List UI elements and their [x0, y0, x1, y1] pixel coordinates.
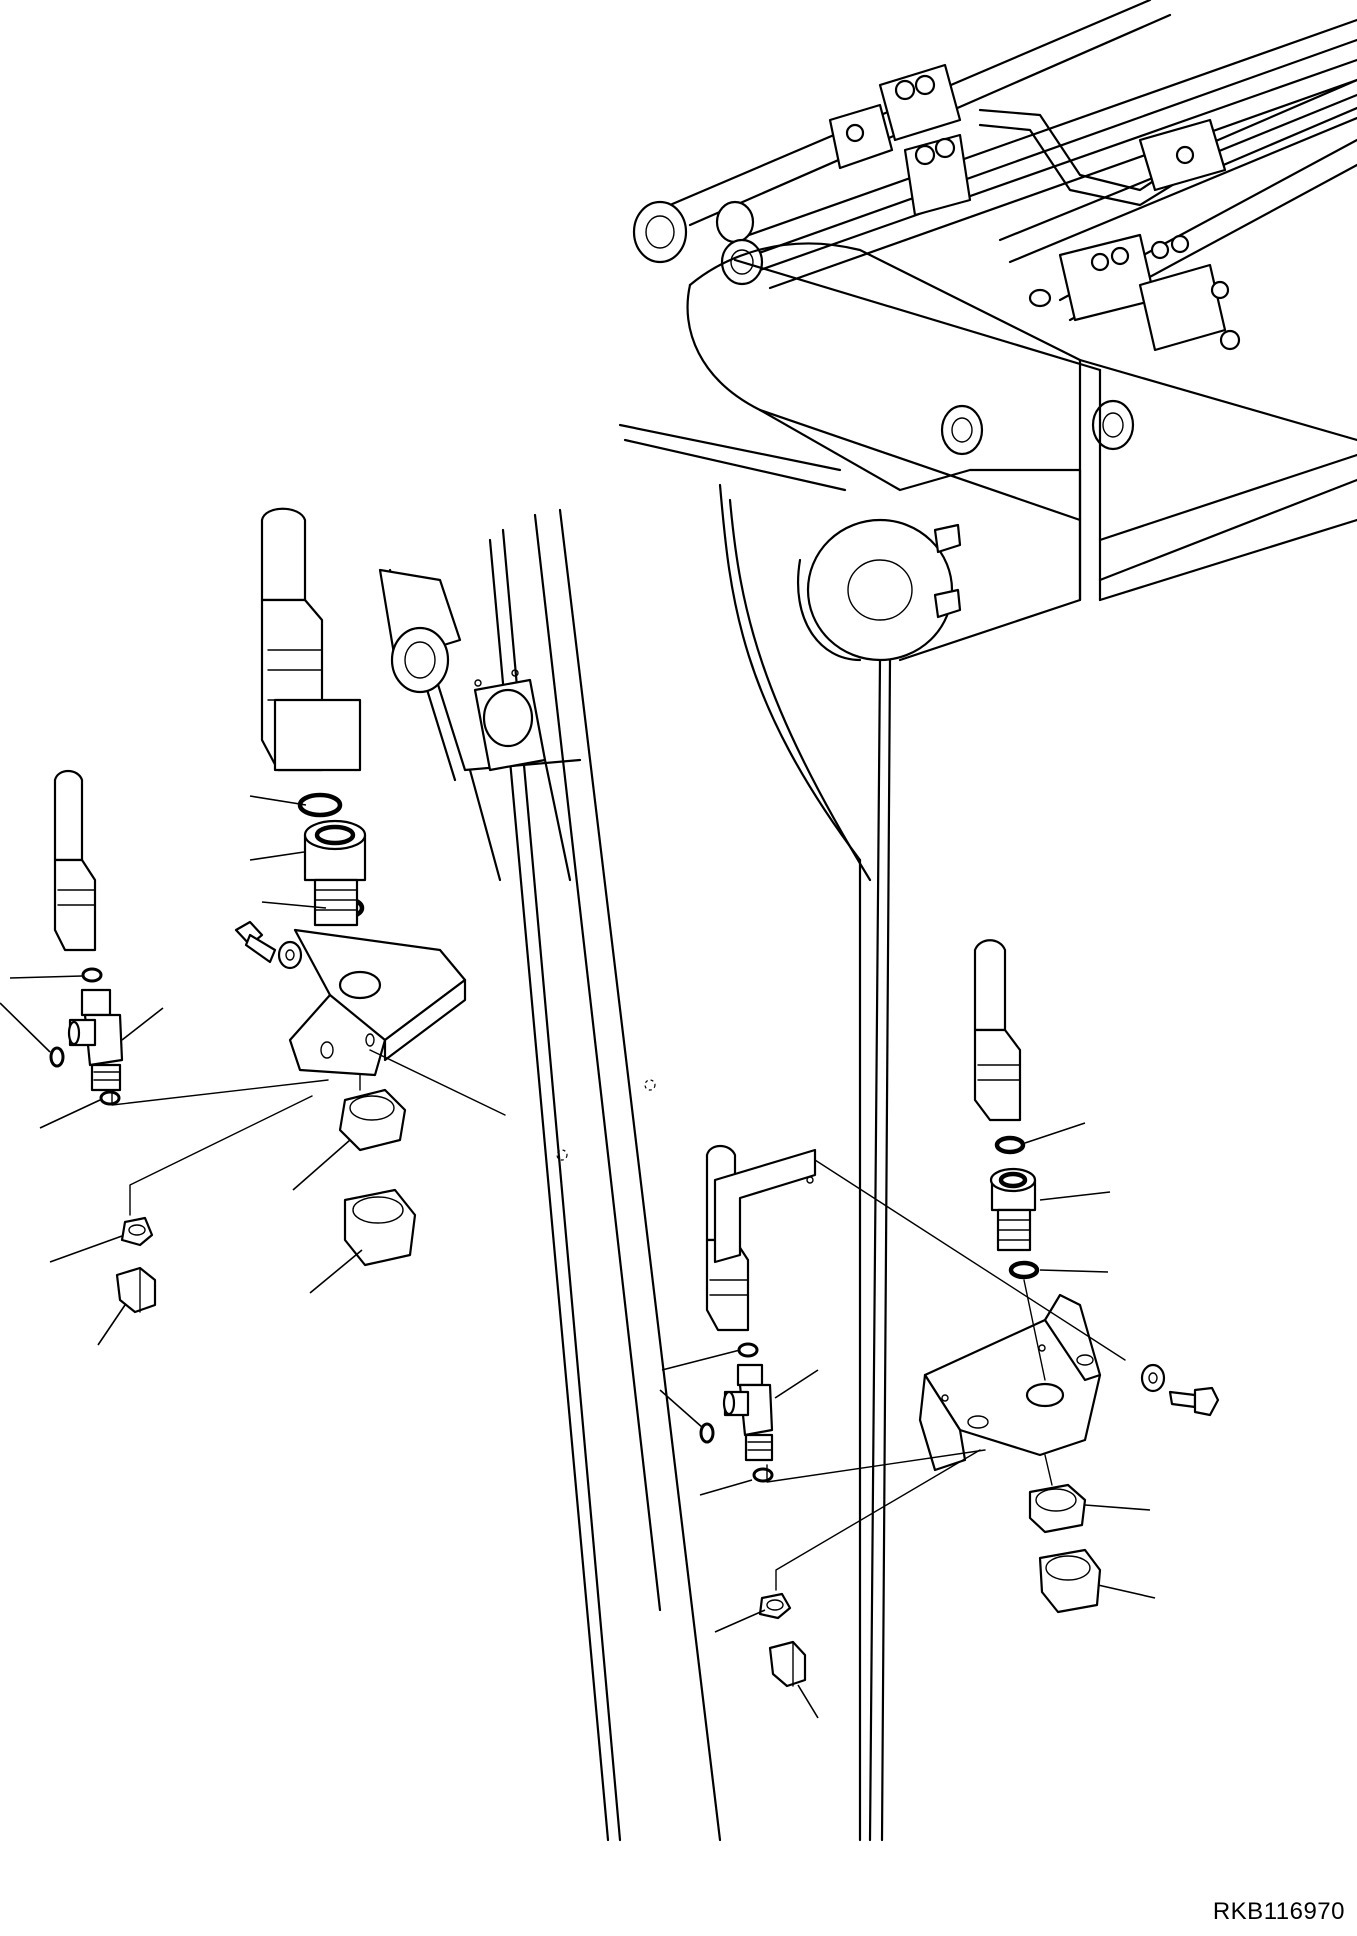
o-ring: [1008, 1260, 1040, 1280]
bolt: [1168, 1386, 1220, 1417]
cap: [343, 1188, 417, 1267]
connector: [989, 1167, 1037, 1252]
drawing-code: RKB116970: [1212, 1898, 1345, 1925]
connector: [303, 819, 367, 927]
left-fitting-group: [0, 507, 506, 1346]
arm-structure: [378, 508, 722, 1842]
tee-fitting: [722, 1363, 774, 1462]
boom-assembly: [618, 0, 1357, 1842]
nut: [758, 1592, 792, 1620]
o-ring: [99, 1090, 121, 1106]
nut: [120, 1216, 154, 1247]
bracket: [918, 1293, 1102, 1472]
cap: [1038, 1548, 1102, 1614]
plug: [768, 1640, 807, 1688]
o-ring: [81, 967, 103, 983]
o-ring: [297, 792, 343, 818]
nut: [1028, 1483, 1087, 1534]
o-ring: [737, 1342, 759, 1358]
right-fitting-group: [659, 939, 1220, 1719]
o-ring: [994, 1135, 1026, 1155]
o-ring: [699, 1422, 715, 1444]
plug: [115, 1266, 157, 1314]
nut: [338, 1088, 407, 1152]
bolt: [234, 920, 277, 964]
washer: [277, 940, 303, 970]
o-ring: [49, 1046, 65, 1068]
tee-fitting: [67, 988, 124, 1092]
bracket: [288, 928, 467, 1077]
washer: [1140, 1363, 1166, 1393]
o-ring: [752, 1467, 774, 1483]
